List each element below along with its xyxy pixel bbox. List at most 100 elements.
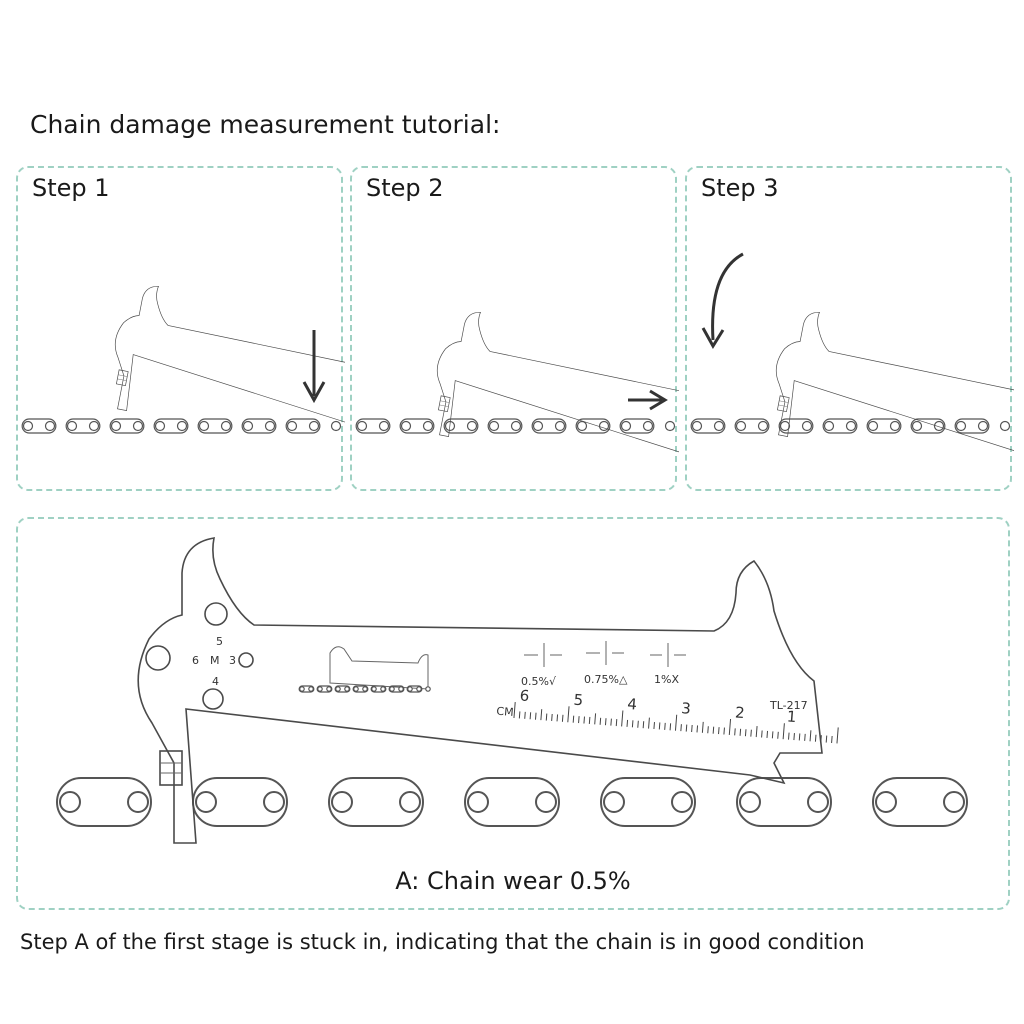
chain-roller xyxy=(127,791,149,813)
chain-roller xyxy=(398,686,404,692)
ruler-tick xyxy=(594,713,597,725)
chain-roller xyxy=(299,686,305,692)
step-2-panel: Step 2 xyxy=(350,166,679,491)
step-3-chain xyxy=(690,418,1011,434)
hole-number-6: 6 xyxy=(192,654,199,667)
chain-roller xyxy=(362,686,368,692)
chain-roller xyxy=(326,686,332,692)
chain-roller xyxy=(801,420,813,432)
chain-roller xyxy=(466,420,478,432)
chain-roller xyxy=(955,420,967,432)
ruler-tick xyxy=(701,721,704,733)
chain-roller xyxy=(66,420,78,432)
chain-link-plate xyxy=(328,777,424,827)
chain-roller xyxy=(399,791,421,813)
chain-roller xyxy=(286,420,298,432)
ruler-tick xyxy=(518,711,521,719)
ruler-tick xyxy=(739,728,742,736)
tool-hole-5 xyxy=(204,602,228,626)
chain-roller xyxy=(875,791,897,813)
ruler-tick xyxy=(604,718,607,726)
ruler-ticks xyxy=(513,702,839,744)
chain-link-plate xyxy=(690,418,726,434)
ruler-tick xyxy=(588,716,591,724)
chain-roller xyxy=(416,686,422,692)
ruler-tick xyxy=(744,729,747,737)
chain-roller xyxy=(620,420,632,432)
tool-print-graphic xyxy=(298,646,431,693)
chain-roller xyxy=(488,420,500,432)
chain-roller xyxy=(344,686,350,692)
chain-link-plate xyxy=(65,418,101,434)
chain-roller xyxy=(22,420,34,432)
ruler-unit: CM xyxy=(496,705,514,719)
chain-roller xyxy=(807,791,829,813)
hole-letter-m: M xyxy=(210,654,220,667)
step-3-illustration xyxy=(690,252,1014,488)
chain-link-plate xyxy=(406,685,423,693)
chain-roller xyxy=(603,791,625,813)
ruler-tick xyxy=(836,727,839,744)
ruler-number-5: 5 xyxy=(573,691,584,710)
ruler-number-1: 1 xyxy=(786,707,797,726)
chain-roller xyxy=(407,686,413,692)
ruler-tick xyxy=(556,714,559,722)
chain-roller xyxy=(510,420,522,432)
hole-number-5: 5 xyxy=(216,635,223,648)
step-2-tool xyxy=(424,305,679,488)
ruler-tick xyxy=(728,718,732,735)
ruler-tick xyxy=(718,727,720,735)
chain-roller xyxy=(195,791,217,813)
ruler-tick xyxy=(691,724,693,733)
ruler-tick xyxy=(551,713,553,722)
chain-roller xyxy=(330,420,342,432)
chain-roller xyxy=(867,420,879,432)
chain-roller xyxy=(664,420,676,432)
ruler-tick xyxy=(685,724,688,732)
chain-link-plate xyxy=(56,777,152,827)
chain-roller xyxy=(132,420,144,432)
step-2-chain xyxy=(355,418,676,434)
ruler-tick xyxy=(642,721,645,729)
chain-roller xyxy=(671,791,693,813)
chain-roller xyxy=(44,420,56,432)
chain-link-plate xyxy=(352,685,369,693)
chain-roller xyxy=(317,686,323,692)
chain-roller xyxy=(308,420,320,432)
ruler-tick xyxy=(648,717,650,729)
chain-roller xyxy=(335,686,341,692)
ruler-tick xyxy=(572,715,575,723)
chain-link-plate xyxy=(600,777,696,827)
wear-mark-0-75: 0.75%△ xyxy=(584,673,628,686)
chain-roller xyxy=(467,791,489,813)
step-2-label: Step 2 xyxy=(366,174,444,202)
ruler-tick xyxy=(809,730,812,742)
step-1-tool xyxy=(102,279,345,462)
detail-panel: 5 6 M 3 4 0.5%√ 0.75%△ 1%X TL-217 CM xyxy=(16,517,1010,910)
chain-link-plate xyxy=(153,418,189,434)
ruler-tick xyxy=(820,735,822,743)
chain-roller xyxy=(389,686,395,692)
ruler-tick xyxy=(793,733,795,741)
chain-roller xyxy=(356,420,368,432)
ruler-tick xyxy=(637,720,639,728)
tool-hole-4 xyxy=(202,688,224,710)
chain-link-plate xyxy=(822,418,858,434)
chain-roller xyxy=(400,420,412,432)
chain-roller xyxy=(933,420,945,432)
ruler-tick xyxy=(771,731,774,739)
ruler-tick xyxy=(664,722,666,730)
wear-mark-0-5: 0.5%√ xyxy=(521,675,557,688)
chain-link-plate xyxy=(21,418,57,434)
chain-link-plate xyxy=(388,685,405,693)
chain-roller xyxy=(220,420,232,432)
ruler-tick xyxy=(712,726,715,734)
chain-roller xyxy=(110,420,122,432)
chain-roller xyxy=(242,420,254,432)
ruler-tick xyxy=(707,726,709,734)
chain-roller xyxy=(845,420,857,432)
chain-link-plate xyxy=(197,418,233,434)
chain-roller xyxy=(713,420,725,432)
chain-roller xyxy=(598,420,610,432)
chain-link-plate xyxy=(910,418,946,434)
